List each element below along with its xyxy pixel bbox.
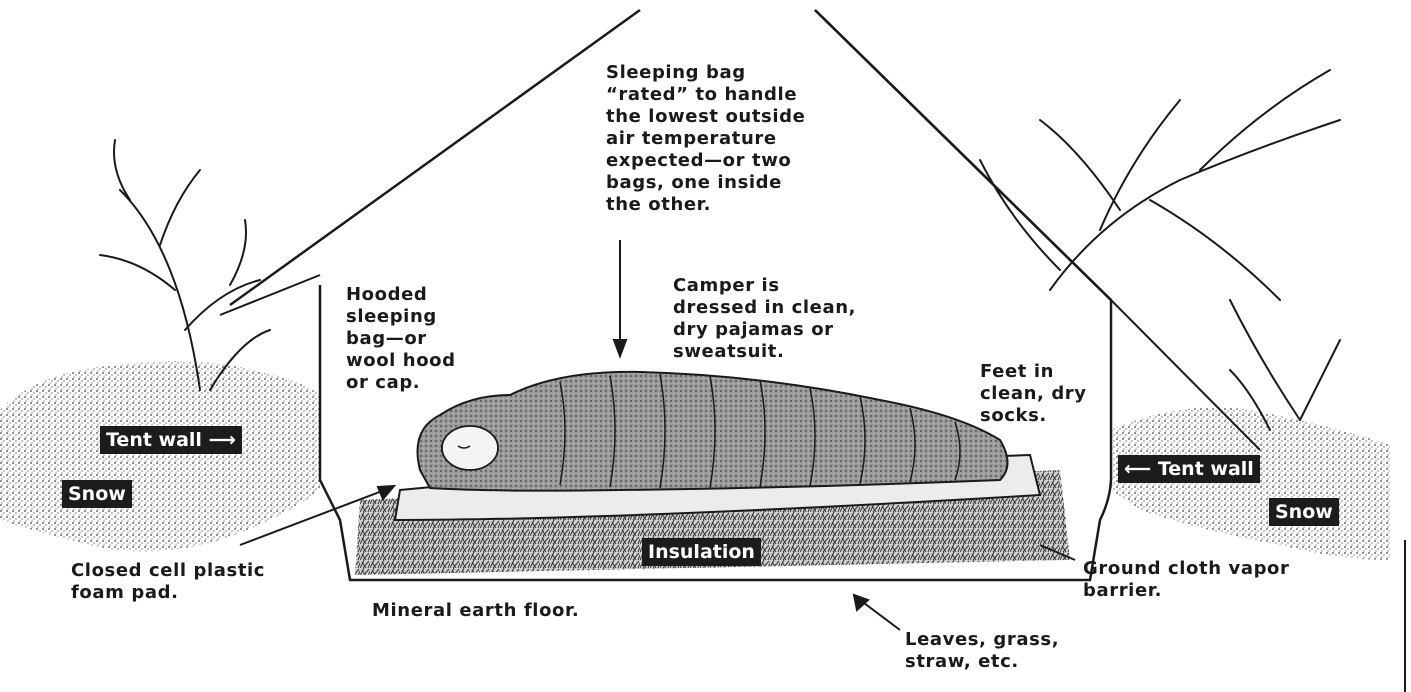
label-mineral-floor: Mineral earth floor. (372, 600, 579, 622)
label-hooded: Hooded sleeping bag—or wool hood or cap. (346, 284, 456, 394)
tent-roof-right (815, 10, 1111, 300)
tag-tent-wall-right: ⟵ Tent wall (1118, 455, 1260, 483)
left-arrow-icon: ⟵ (1124, 458, 1158, 480)
bare-tree-left (100, 140, 270, 390)
label-foam-pad: Closed cell plastic foam pad. (71, 560, 265, 604)
label-feet: Feet in clean, dry socks. (980, 361, 1087, 427)
arrow-leaves (860, 600, 900, 630)
sleeper-face (442, 426, 498, 470)
right-arrow-icon: ⟶ (202, 429, 236, 451)
snow-bank-left (0, 361, 320, 551)
tag-snow-left: Snow (62, 480, 132, 508)
label-ground-cloth: Ground cloth vapor barrier. (1083, 558, 1290, 602)
tag-insulation: Insulation (642, 538, 761, 566)
tag-tent-wall-left: Tent wall ⟶ (100, 426, 242, 454)
label-sleeping-bag: Sleeping bag “rated” to handle the lowes… (606, 62, 805, 216)
guy-line-left (220, 275, 320, 315)
tent-wall-right-text: Tent wall (1158, 458, 1254, 480)
tag-snow-right: Snow (1269, 498, 1339, 526)
tent-wall-left-text: Tent wall (106, 429, 202, 451)
label-camper: Camper is dressed in clean, dry pajamas … (673, 275, 856, 363)
snow-bank-right (1111, 408, 1390, 561)
label-leaves: Leaves, grass, straw, etc. (905, 629, 1059, 673)
